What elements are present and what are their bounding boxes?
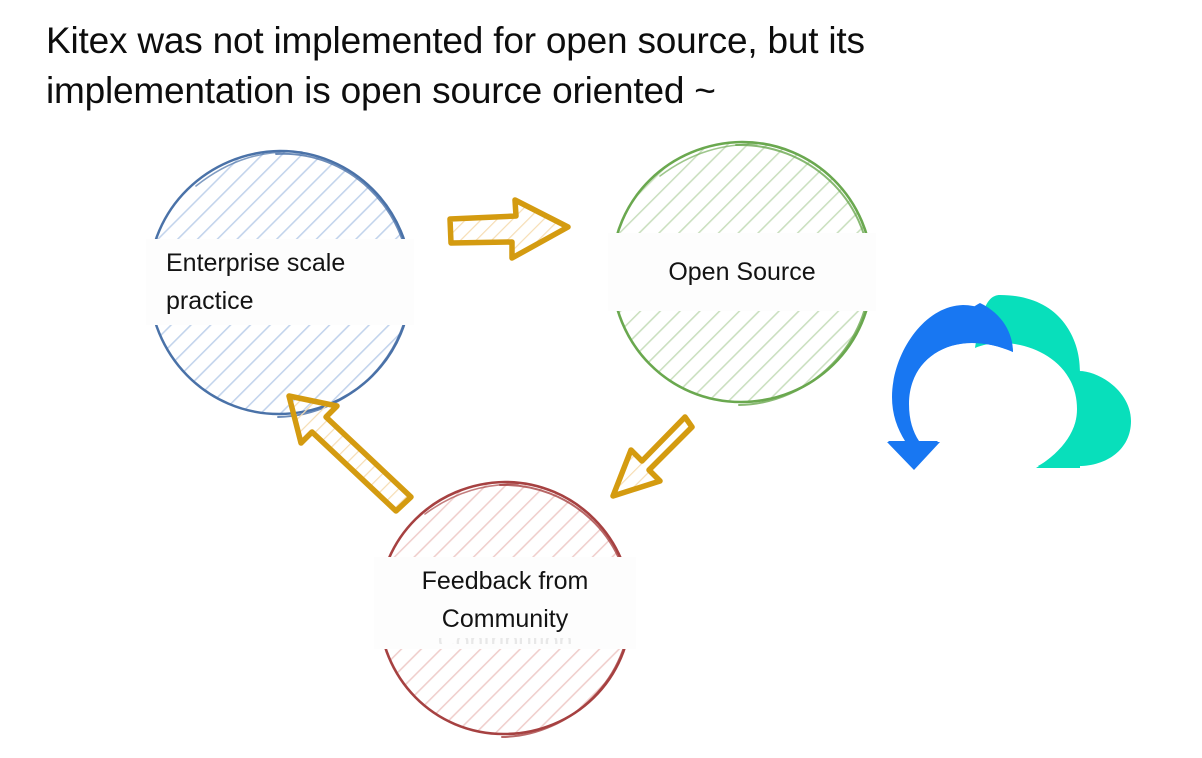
page-title: Kitex was not implemented for open sourc… <box>46 20 865 111</box>
node-label-enterprise-line2: practice <box>166 287 254 315</box>
arrow-feedback-to-enterprise <box>286 393 414 514</box>
node-label-open-source-line1: Open Source <box>668 258 816 286</box>
arrow-enterprise-to-opensource <box>447 197 571 261</box>
node-label-open-source: Open Source <box>608 233 876 311</box>
node-label-enterprise: Enterprise scale practice <box>146 239 414 325</box>
node-label-feedback-line2: Community <box>441 605 569 633</box>
node-label-enterprise-line1: Enterprise scale <box>166 249 346 277</box>
arrow-opensource-to-feedback <box>610 414 695 499</box>
node-label-feedback: Feedback from Community Contribution <box>374 557 636 649</box>
cloudwego-logo <box>887 295 1131 470</box>
node-label-feedback-line3-clipped: Contribution <box>438 638 573 644</box>
node-label-feedback-line1: Feedback from <box>421 567 589 595</box>
